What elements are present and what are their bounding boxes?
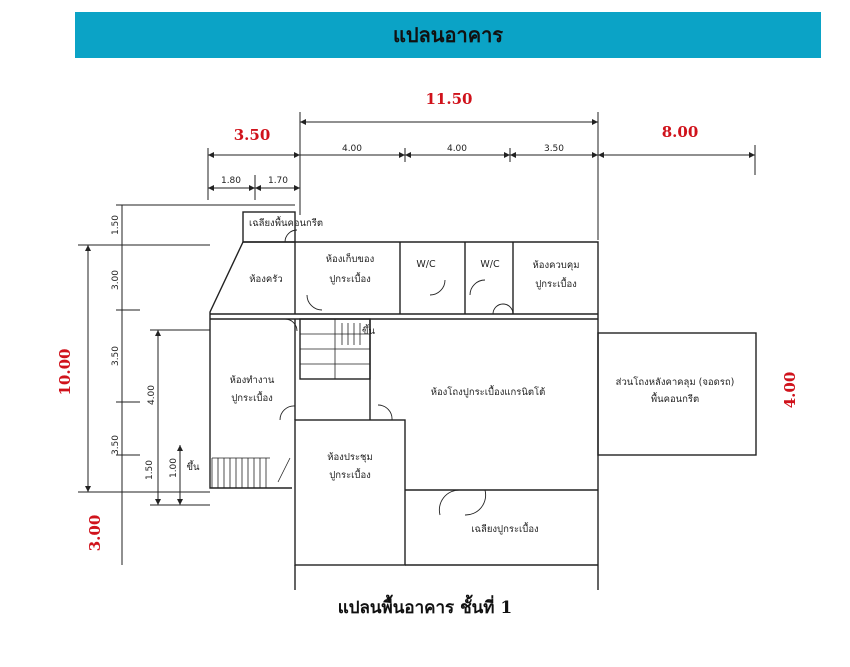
room-veranda: เฉลียงปูกระเบื้อง <box>471 522 538 535</box>
room-kitchen: ห้องครัว <box>249 274 282 285</box>
room-storage-2: ปูกระเบื้อง <box>329 272 371 285</box>
dim-vert-3: 3.50 <box>111 346 121 366</box>
dim-top-left: 3.50 <box>234 126 271 144</box>
dim-sub-left-1: 1.80 <box>221 176 241 186</box>
dim-vert-1: 1.50 <box>111 215 121 235</box>
dim-right-annex: 4.00 <box>781 372 799 409</box>
room-wc-1: W/C <box>416 259 436 270</box>
dim-top-right: 8.00 <box>662 123 699 141</box>
room-meeting-2: ปูกระเบื้อง <box>329 468 371 481</box>
room-terrace-top: เฉลียงพื้นคอนกรีต <box>249 216 323 229</box>
stair-up-label-1: ขึ้น <box>362 324 375 337</box>
dim-inner-1: 4.00 <box>147 385 157 405</box>
page-title: แปลนอาคาร <box>392 23 504 47</box>
dim-top-total: 11.50 <box>426 90 473 108</box>
stair-lines <box>211 319 370 488</box>
door-swings <box>279 229 514 516</box>
top-dimensions <box>207 112 756 240</box>
room-office-2: ปูกระเบื้อง <box>231 391 273 404</box>
room-wc-2: W/C <box>480 259 500 270</box>
dim-sub-left-2: 1.70 <box>268 176 288 186</box>
room-office-1: ห้องทำงาน <box>230 375 275 386</box>
stair-up-label-2: ขึ้น <box>187 460 200 473</box>
dim-sub-top-2: 4.00 <box>447 144 467 154</box>
room-control-2: ปูกระเบื้อง <box>535 277 577 290</box>
room-storage-1: ห้องเก็บของ <box>326 252 374 265</box>
dim-left-total: 10.00 <box>56 349 74 396</box>
dim-inner-2: 1.00 <box>169 458 179 478</box>
room-annex-1: ส่วนโถงหลังคาคลุม (จอดรถ) <box>616 376 735 388</box>
room-hall: ห้องโถงปูกระเบื้องแกรนิตโต้ <box>431 385 546 398</box>
left-dimensions <box>78 204 295 565</box>
room-control-1: ห้องควบคุม <box>533 260 580 271</box>
room-annex-2: พื้นคอนกรีต <box>651 392 699 405</box>
dim-vert-4: 3.50 <box>111 435 121 455</box>
dim-vert-5: 1.50 <box>145 460 155 480</box>
dim-left-bottom: 3.00 <box>86 515 104 552</box>
room-meeting-1: ห้องประชุม <box>327 452 373 463</box>
plan-caption: แปลนพื้นอาคาร ชั้นที่ 1 <box>337 598 513 618</box>
dim-sub-top-1: 4.00 <box>342 144 362 154</box>
header-bar: แปลนอาคาร <box>75 12 821 58</box>
dim-sub-top-3: 3.50 <box>544 144 564 154</box>
dim-vert-2: 3.00 <box>111 270 121 290</box>
